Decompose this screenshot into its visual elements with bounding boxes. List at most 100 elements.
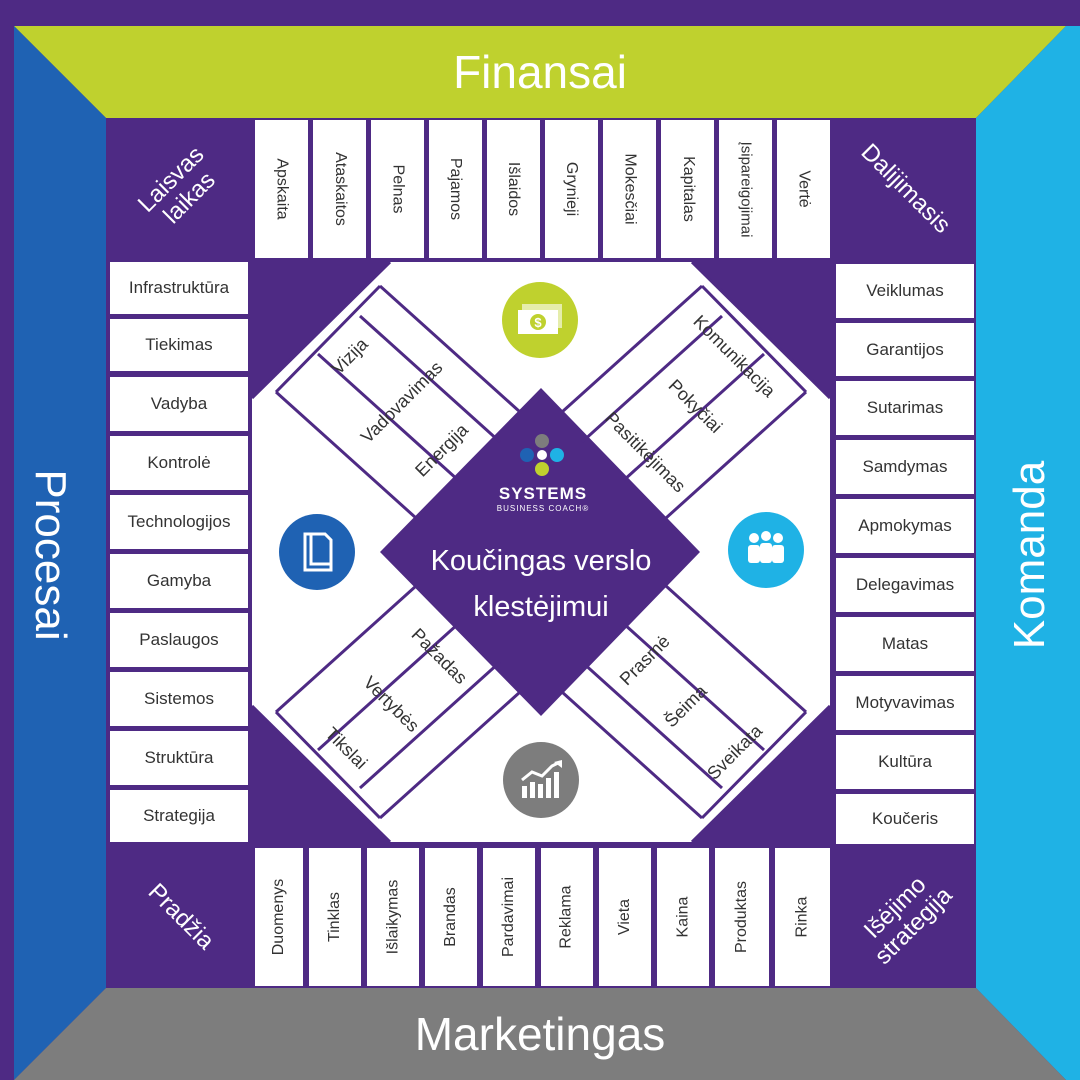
logo-subtitle: BUSINESS COACH® xyxy=(496,504,590,513)
top-cell: Išlaidos xyxy=(487,120,540,258)
corner-free-time-label: Laisvas laikas xyxy=(133,141,222,230)
top-cell: Pelnas xyxy=(371,120,424,258)
bottom-cell: Brandas xyxy=(425,848,477,986)
right-cell-label: Koučeris xyxy=(871,809,939,828)
left-cell-label: Vadyba xyxy=(150,394,208,413)
bottom-cell: Vieta xyxy=(599,848,651,986)
top-cell-label: Pelnas xyxy=(389,164,407,214)
processes-band-label: Procesai xyxy=(26,469,75,641)
left-cell-label: Gamyba xyxy=(146,571,212,590)
left-cell: Infrastruktūra xyxy=(110,262,248,314)
team-band-label: Komanda xyxy=(1005,460,1054,650)
right-cell-label: Matas xyxy=(881,634,929,653)
left-cell: Kontrolė xyxy=(110,436,248,490)
center-title-line2: klestėjimui xyxy=(473,591,609,623)
svg-text:$: $ xyxy=(534,315,542,330)
logo-title: SYSTEMS xyxy=(498,484,588,503)
systems-logo-icon xyxy=(520,434,564,476)
left-cell: Struktūra xyxy=(110,731,248,785)
left-band xyxy=(14,26,106,1080)
bottom-cell-label: Produktas xyxy=(733,880,751,954)
left-cell: Vadyba xyxy=(110,377,248,431)
bottom-cell: Duomenys xyxy=(255,848,303,986)
bottom-cell-label: Rinka xyxy=(793,896,811,938)
right-cell: Samdymas xyxy=(836,440,974,494)
bottom-cell: Pardavimai xyxy=(483,848,535,986)
left-cell-label: Sistemos xyxy=(144,689,214,708)
top-cell: Kapitalas xyxy=(661,120,714,258)
right-cell: Garantijos xyxy=(836,323,974,376)
corner-start-label: Pradžia xyxy=(143,878,220,955)
top-cell-label: Mokesčiai xyxy=(621,153,639,225)
corner-exit-strategy: Išėjimo strategija xyxy=(834,846,976,988)
top-cell: Pajamos xyxy=(429,120,482,258)
left-cell: Strategija xyxy=(110,790,248,842)
bottom-cell-label: Pardavimai xyxy=(500,876,517,958)
right-cell-label: Garantijos xyxy=(866,339,944,359)
bottom-cell: Produktas xyxy=(715,848,769,986)
top-cell-label: Pajamos xyxy=(447,157,465,221)
right-cell-label: Delegavimas xyxy=(855,575,955,594)
right-cell: Delegavimas xyxy=(836,558,974,612)
bottom-cell-label: Brandas xyxy=(442,887,459,947)
left-cell-label: Tiekimas xyxy=(145,335,213,354)
money-icon: $ xyxy=(502,282,578,358)
top-cell: Mokesčiai xyxy=(603,120,656,258)
left-cell-label: Paslaugos xyxy=(139,630,219,649)
right-cell: Sutarimas xyxy=(836,381,974,435)
right-cell: Matas xyxy=(836,617,974,671)
left-cell-label: Kontrolė xyxy=(147,453,211,472)
top-cell-label: Įsipareigojimai xyxy=(737,141,754,237)
corner-start: Pradžia xyxy=(110,846,252,988)
right-cell: Apmokymas xyxy=(836,499,974,553)
right-cell: Motyvavimas xyxy=(836,676,974,730)
right-cell: Veiklumas xyxy=(836,264,974,318)
left-cell: Technologijos xyxy=(110,495,248,549)
right-cell-label: Samdymas xyxy=(862,457,948,476)
bottom-cell: Rinka xyxy=(775,848,830,986)
corner-free-time: Laisvas laikas xyxy=(110,118,252,260)
bottom-cell-label: Vieta xyxy=(616,898,633,936)
corner-sharing-label: Dalijimasis xyxy=(855,138,956,239)
left-cell: Gamyba xyxy=(110,554,248,608)
bottom-cell-label: Tinklas xyxy=(326,891,343,943)
left-cell: Sistemos xyxy=(110,672,248,726)
folder-icon xyxy=(279,514,355,590)
top-cell-label: Apskaita xyxy=(273,158,291,220)
top-cell: Įsipareigojimai xyxy=(719,120,772,258)
marketing-band-label: Marketingas xyxy=(414,1008,666,1060)
growth-chart-icon xyxy=(503,742,579,818)
left-cell-label: Struktūra xyxy=(144,748,214,767)
right-band xyxy=(976,26,1080,1080)
top-cell-label: Grynieji xyxy=(563,161,581,217)
bottom-band xyxy=(14,988,1066,1080)
team-icon xyxy=(728,512,804,588)
bottom-cell: Tinklas xyxy=(309,848,361,986)
center-title-line1: Koučingas verslo xyxy=(430,545,652,577)
top-cell: Vertė xyxy=(777,120,830,258)
right-cell-label: Kultūra xyxy=(878,752,932,771)
right-cell: Kultūra xyxy=(836,735,974,789)
right-cell-label: Motyvavimas xyxy=(855,693,955,712)
center-diamond xyxy=(380,388,700,716)
right-cell-label: Veiklumas xyxy=(866,281,944,300)
top-cell-label: Kapitalas xyxy=(679,156,697,222)
bottom-cell: Išlaikymas xyxy=(367,848,419,986)
top-cell-label: Išlaidos xyxy=(505,161,523,217)
top-cell-label: Ataskaitos xyxy=(331,152,349,226)
right-cell-label: Apmokymas xyxy=(858,516,952,535)
corner-exit-strategy-label: Išėjimo strategija xyxy=(859,871,958,970)
bottom-cell: Kaina xyxy=(657,848,709,986)
top-cell: Apskaita xyxy=(255,120,308,258)
top-cell: Ataskaitos xyxy=(313,120,366,258)
right-cell-label: Sutarimas xyxy=(866,398,944,417)
left-cell-label: Technologijos xyxy=(127,512,231,531)
top-cell: Grynieji xyxy=(545,120,598,258)
left-cell: Tiekimas xyxy=(110,319,248,371)
left-cell-label: Infrastruktūra xyxy=(128,278,230,297)
bottom-cell-label: Reklama xyxy=(558,885,576,949)
left-cell: Paslaugos xyxy=(110,613,248,667)
corner-sharing: Dalijimasis xyxy=(834,118,976,260)
